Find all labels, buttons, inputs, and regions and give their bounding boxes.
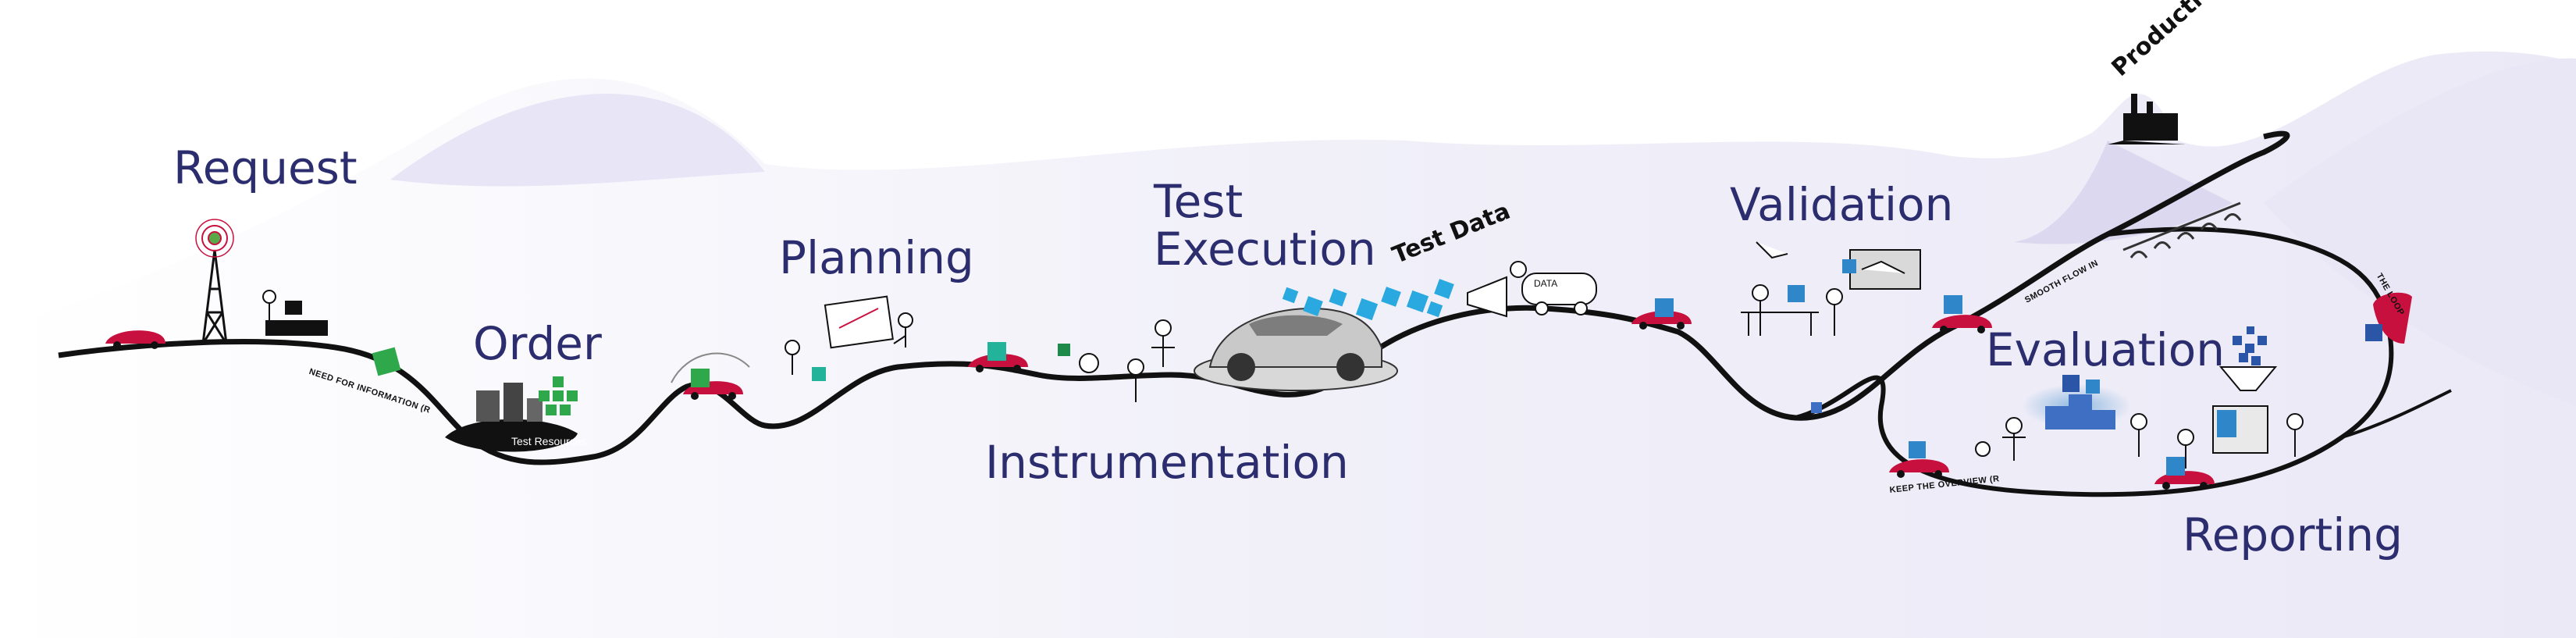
cargo-box xyxy=(2166,457,2185,476)
stage-reporting-label: Reporting xyxy=(2183,508,2403,561)
cargo-box xyxy=(1811,402,1822,413)
test-data-cubes xyxy=(1282,279,1454,321)
desk-person-icon xyxy=(262,290,328,336)
stage-request-label: Request xyxy=(173,141,358,194)
car-icon xyxy=(2373,292,2412,344)
evaluation-funnel xyxy=(2212,326,2278,454)
cargo-box xyxy=(691,369,710,387)
stage-planning-label: Planning xyxy=(779,231,974,284)
right-hill-shade xyxy=(2264,58,2576,406)
stage-validation-label: Validation xyxy=(1730,178,1954,231)
cargo-box xyxy=(1944,295,1962,314)
cargo-box xyxy=(987,342,1006,361)
stage-instrumentation-label: Instrumentation xyxy=(985,436,1349,489)
instrumentation-workers xyxy=(1058,319,1175,402)
bridge xyxy=(2122,201,2242,258)
data-tank-label: DATA xyxy=(1534,278,1557,289)
car-icon xyxy=(1932,315,1992,333)
distant-hill-shade xyxy=(390,94,765,187)
small-hill-outline xyxy=(671,352,750,383)
stage-test-execution-line2: Execution xyxy=(1154,222,1376,276)
validation-lab xyxy=(1741,241,1921,336)
data-tank xyxy=(1467,261,1597,318)
road-to-evaluation-loop xyxy=(1795,226,2394,497)
road-loop-exit xyxy=(2341,389,2452,439)
test-resources-label: Test Resources xyxy=(511,435,586,447)
evaluation-podium xyxy=(2022,375,2131,429)
stage-test-execution-label: Test Execution xyxy=(1154,178,1376,273)
stage-evaluation-label: Evaluation xyxy=(1986,323,2226,376)
cargo-box xyxy=(2365,324,2382,341)
factory-icon xyxy=(2108,94,2186,144)
stage-test-execution-line1: Test xyxy=(1154,175,1244,228)
planning-board xyxy=(785,295,913,381)
stage-order-label: Order xyxy=(473,317,602,370)
radio-tower-icon xyxy=(195,219,234,344)
cargo-box xyxy=(1909,441,1926,458)
car-icon xyxy=(1889,459,1949,478)
production-peak-shade xyxy=(2014,141,2233,244)
car-icon xyxy=(105,330,165,349)
car-icon xyxy=(1631,311,1692,330)
evaluation-crowd xyxy=(1975,413,2304,469)
cargo-box xyxy=(372,347,401,376)
test-car-icon xyxy=(1194,307,1398,391)
cargo-box xyxy=(1655,298,1674,317)
test-resources-pile xyxy=(445,376,578,452)
